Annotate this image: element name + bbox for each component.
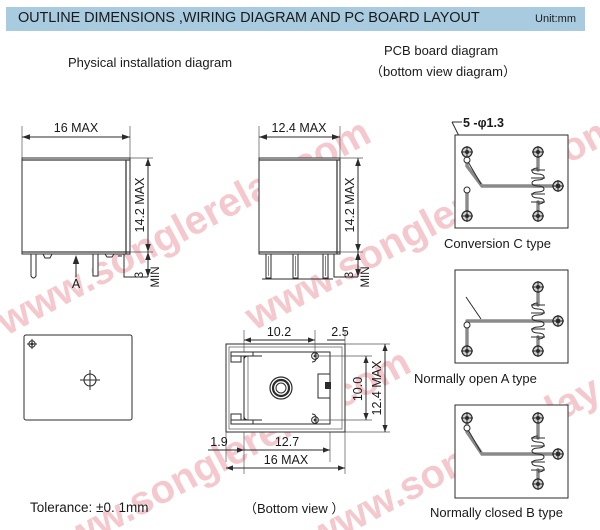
pcb-pad bbox=[532, 345, 544, 357]
label-normally-closed-b-type: Normally closed B type bbox=[430, 505, 563, 520]
front-view-height-dim: 14.2 MAX bbox=[343, 177, 357, 233]
pcb-hole-note: 5 -φ1.3 bbox=[463, 116, 504, 130]
side-view-section-arrow: A bbox=[72, 277, 81, 291]
pcb-pad bbox=[461, 345, 473, 357]
side-view-height-dim: 14.2 MAX bbox=[133, 177, 147, 233]
bottom-view-dim-10-2: 10.2 bbox=[267, 325, 291, 339]
side-view-pin-dim-suffix: MIN bbox=[150, 266, 162, 287]
pcb-pad bbox=[552, 180, 564, 192]
top-plan-view-drawing bbox=[23, 334, 133, 421]
unit-label: Unit:mm bbox=[535, 13, 576, 25]
pcb-pad bbox=[552, 448, 564, 460]
front-view-drawing: 12.4 MAX 14.2 MAX 3 bbox=[258, 121, 372, 288]
bottom-view-dim-12-7: 12.7 bbox=[275, 435, 299, 449]
pcb-pad bbox=[461, 210, 473, 222]
bottom-view-dim-16: 16 MAX bbox=[264, 453, 309, 467]
side-view-width-dim: 16 MAX bbox=[54, 121, 99, 135]
pcb-pad bbox=[461, 146, 473, 158]
front-view-pin-dim: 3 bbox=[344, 272, 356, 278]
caption-pcb-board-diagram: PCB board diagram bbox=[384, 43, 499, 58]
bottom-view-dim-10-0: 10.0 bbox=[351, 377, 365, 401]
front-view-width-dim: 12.4 MAX bbox=[272, 121, 328, 135]
caption-physical-installation: Physical installation diagram bbox=[68, 55, 233, 70]
pcb-pad bbox=[532, 210, 544, 222]
pcb-schematic-conversion-c bbox=[451, 121, 569, 229]
front-view-pin-dim-suffix: MIN bbox=[360, 266, 372, 287]
pcb-pad bbox=[532, 412, 544, 424]
page-title: OUTLINE DIMENSIONS ,WIRING DIAGRAM AND P… bbox=[18, 10, 480, 26]
pcb-pad bbox=[532, 478, 544, 490]
side-view-pin-dim: 3 bbox=[134, 272, 146, 278]
bottom-view-dim-2-5: 2.5 bbox=[331, 325, 348, 339]
label-normally-open-a-type: Normally open A type bbox=[414, 371, 537, 386]
bottom-view-drawing: 10.2 2.5 10.0 12.4 MAX 1.9 bbox=[208, 325, 390, 474]
section-header-bar: OUTLINE DIMENSIONS ,WIRING DIAGRAM AND P… bbox=[6, 7, 585, 31]
pcb-pad bbox=[532, 281, 544, 293]
caption-bottom-view: （Bottom view ） bbox=[244, 501, 345, 516]
caption-pcb-bottom-view: （bottom view diagram） bbox=[370, 64, 516, 79]
side-view-drawing: 14.2 MAX 3 MIN 16 MAX A bbox=[21, 121, 162, 291]
pcb-pad bbox=[552, 315, 564, 327]
caption-tolerance: Tolerance: ±0. 1mm bbox=[30, 500, 149, 515]
pcb-pad bbox=[461, 412, 473, 424]
bottom-view-dim-1-9: 1.9 bbox=[210, 435, 227, 449]
pcb-schematic-normally-open-a bbox=[454, 269, 569, 364]
pcb-schematic-normally-closed-b bbox=[454, 404, 569, 499]
pcb-pad bbox=[532, 146, 544, 158]
bottom-view-dim-12-4: 12.4 MAX bbox=[370, 360, 384, 416]
label-conversion-c-type: Conversion C type bbox=[444, 236, 551, 251]
